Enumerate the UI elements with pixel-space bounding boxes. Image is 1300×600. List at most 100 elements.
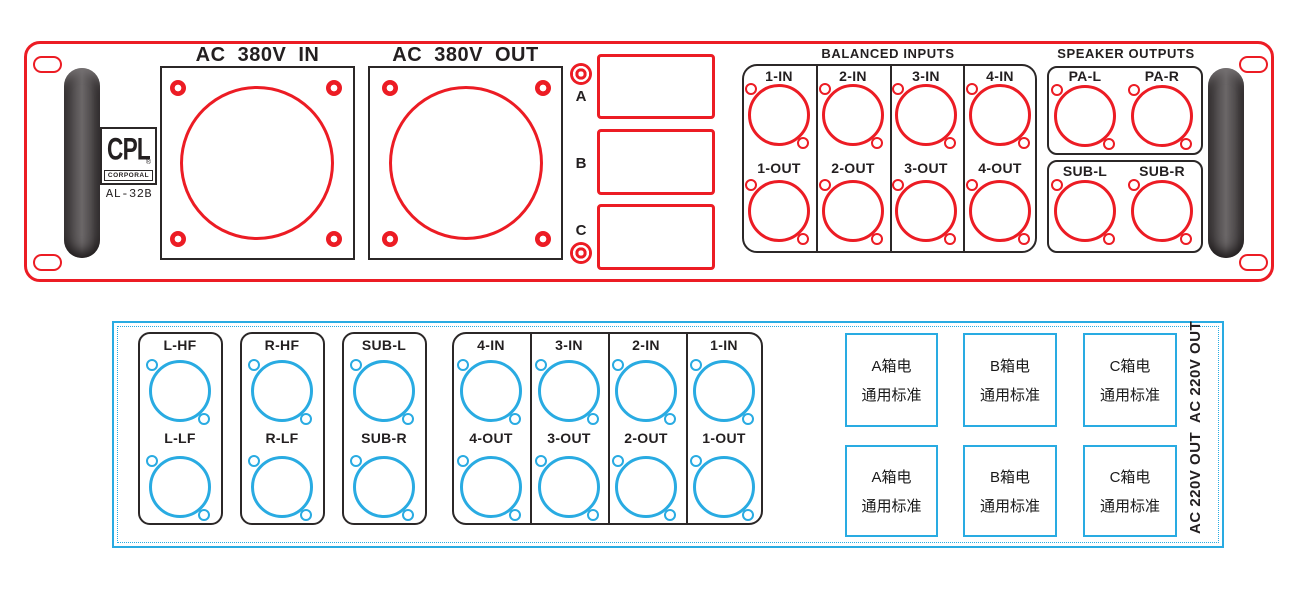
xlr-connector [145, 356, 215, 426]
xlr-label: L-HF [163, 337, 197, 353]
xlr-connector [456, 452, 526, 522]
screw-icon [382, 80, 398, 96]
brand-logo: CPL ® CORPORAL [100, 127, 157, 185]
xlr-label: 3-OUT [904, 160, 948, 176]
divider [963, 65, 965, 252]
xlr-label: 4-IN [986, 68, 1014, 84]
outlet-line2: 通用标准 [861, 498, 922, 515]
outlet-line1: C箱电 [1109, 469, 1151, 486]
xlr-label: PA-R [1144, 68, 1180, 84]
ac-in-socket-icon [180, 86, 334, 240]
xlr-connector [818, 80, 888, 150]
balanced-inputs-box [742, 64, 1037, 253]
bottom-panel [112, 321, 1224, 548]
breaker-label-b: B [575, 155, 587, 172]
xlr-label: 4-IN [477, 337, 505, 353]
xlr-connector [611, 356, 681, 426]
registered-mark: ® [145, 159, 151, 166]
xlr-connector [456, 356, 526, 426]
xlr-connector [349, 356, 419, 426]
outlet-line1: C箱电 [1109, 358, 1151, 375]
xlr-connector [891, 80, 961, 150]
ac-380v-out-title: AC 380V OUT [392, 44, 539, 66]
xlr-connector [965, 176, 1035, 246]
divider [686, 333, 688, 524]
xlr-connector [1050, 81, 1120, 151]
xlr-label: 2-IN [839, 68, 867, 84]
brand-subtitle: CORPORAL [104, 170, 153, 181]
brand-name: CPL [107, 132, 151, 167]
xlr-connector [891, 176, 961, 246]
outlet-line2: 通用标准 [979, 387, 1040, 404]
screw-icon [535, 231, 551, 247]
divider [530, 333, 532, 524]
xlr-connector [145, 452, 215, 522]
inner-dotted-border [117, 326, 1219, 543]
outlet-line1: B箱电 [989, 469, 1030, 486]
xlr-connector [1127, 81, 1197, 151]
ac-380v-in-plate [160, 66, 355, 260]
speaker-outputs-title: SPEAKER OUTPUTS [1057, 46, 1195, 61]
xlr-label: 2-OUT [831, 160, 875, 176]
ac-out-socket-icon [389, 86, 543, 240]
ac-380v-in-title: AC 380V IN [195, 44, 320, 66]
xlr-label: 1-IN [765, 68, 793, 84]
screw-icon [535, 80, 551, 96]
outlet-line1: A箱电 [871, 469, 912, 486]
breaker-label-c: C [575, 222, 587, 239]
xlr-connector [689, 452, 759, 522]
breaker-label-a: A [575, 88, 587, 105]
xlr-label: SUB-R [361, 430, 407, 446]
xlr-connector [744, 80, 814, 150]
outlet-a2: A箱电 通用标准 [845, 445, 938, 537]
xlr-connector [744, 176, 814, 246]
xlr-connector [818, 176, 888, 246]
xlr-label: 4-OUT [469, 430, 513, 446]
outlet-b2: B箱电 通用标准 [963, 445, 1057, 537]
xlr-connector [534, 452, 604, 522]
outlet-line2: 通用标准 [861, 387, 922, 404]
xlr-connector [1050, 176, 1120, 246]
mount-hole-icon [1239, 254, 1268, 271]
divider [890, 65, 892, 252]
breaker-window-a [597, 54, 715, 119]
xlr-label: 3-IN [555, 337, 583, 353]
xlr-connector [534, 356, 604, 426]
mount-hole-icon [33, 56, 62, 73]
xlr-connector [349, 452, 419, 522]
screw-icon [170, 80, 186, 96]
xlr-label: L-LF [164, 430, 196, 446]
screw-icon [326, 80, 342, 96]
xlr-label: 1-IN [710, 337, 738, 353]
xlr-connector [247, 356, 317, 426]
xlr-label: SUB-R [1139, 163, 1185, 179]
outlet-line2: 通用标准 [1099, 387, 1160, 404]
outlet-a1: A箱电 通用标准 [845, 333, 938, 427]
outlet-line1: A箱电 [871, 358, 912, 375]
outlet-line1: B箱电 [989, 358, 1030, 375]
xlr-label: 3-OUT [547, 430, 591, 446]
screw-icon [326, 231, 342, 247]
model-number: AL-32B [105, 187, 153, 201]
xlr-label: 3-IN [912, 68, 940, 84]
bottom-box-sub [342, 332, 427, 525]
xlr-label: 1-OUT [757, 160, 801, 176]
balanced-inputs-title: BALANCED INPUTS [821, 46, 955, 61]
rack-handle-left [64, 68, 100, 258]
xlr-label: SUB-L [361, 337, 407, 353]
ac-380v-out-plate [368, 66, 563, 260]
bottom-box-l [138, 332, 223, 525]
xlr-label: R-LF [265, 430, 299, 446]
xlr-connector [1127, 176, 1197, 246]
xlr-label: 1-OUT [702, 430, 746, 446]
ac-220v-out-label: AC 220V OUT [1187, 320, 1204, 423]
mount-hole-icon [33, 254, 62, 271]
screw-icon [170, 231, 186, 247]
speaker-sub-box [1047, 160, 1203, 253]
outlet-line2: 通用标准 [1099, 498, 1160, 515]
xlr-label: 2-IN [632, 337, 660, 353]
bottom-io-box [452, 332, 763, 525]
binding-post-icon [570, 63, 592, 85]
bottom-box-r [240, 332, 325, 525]
